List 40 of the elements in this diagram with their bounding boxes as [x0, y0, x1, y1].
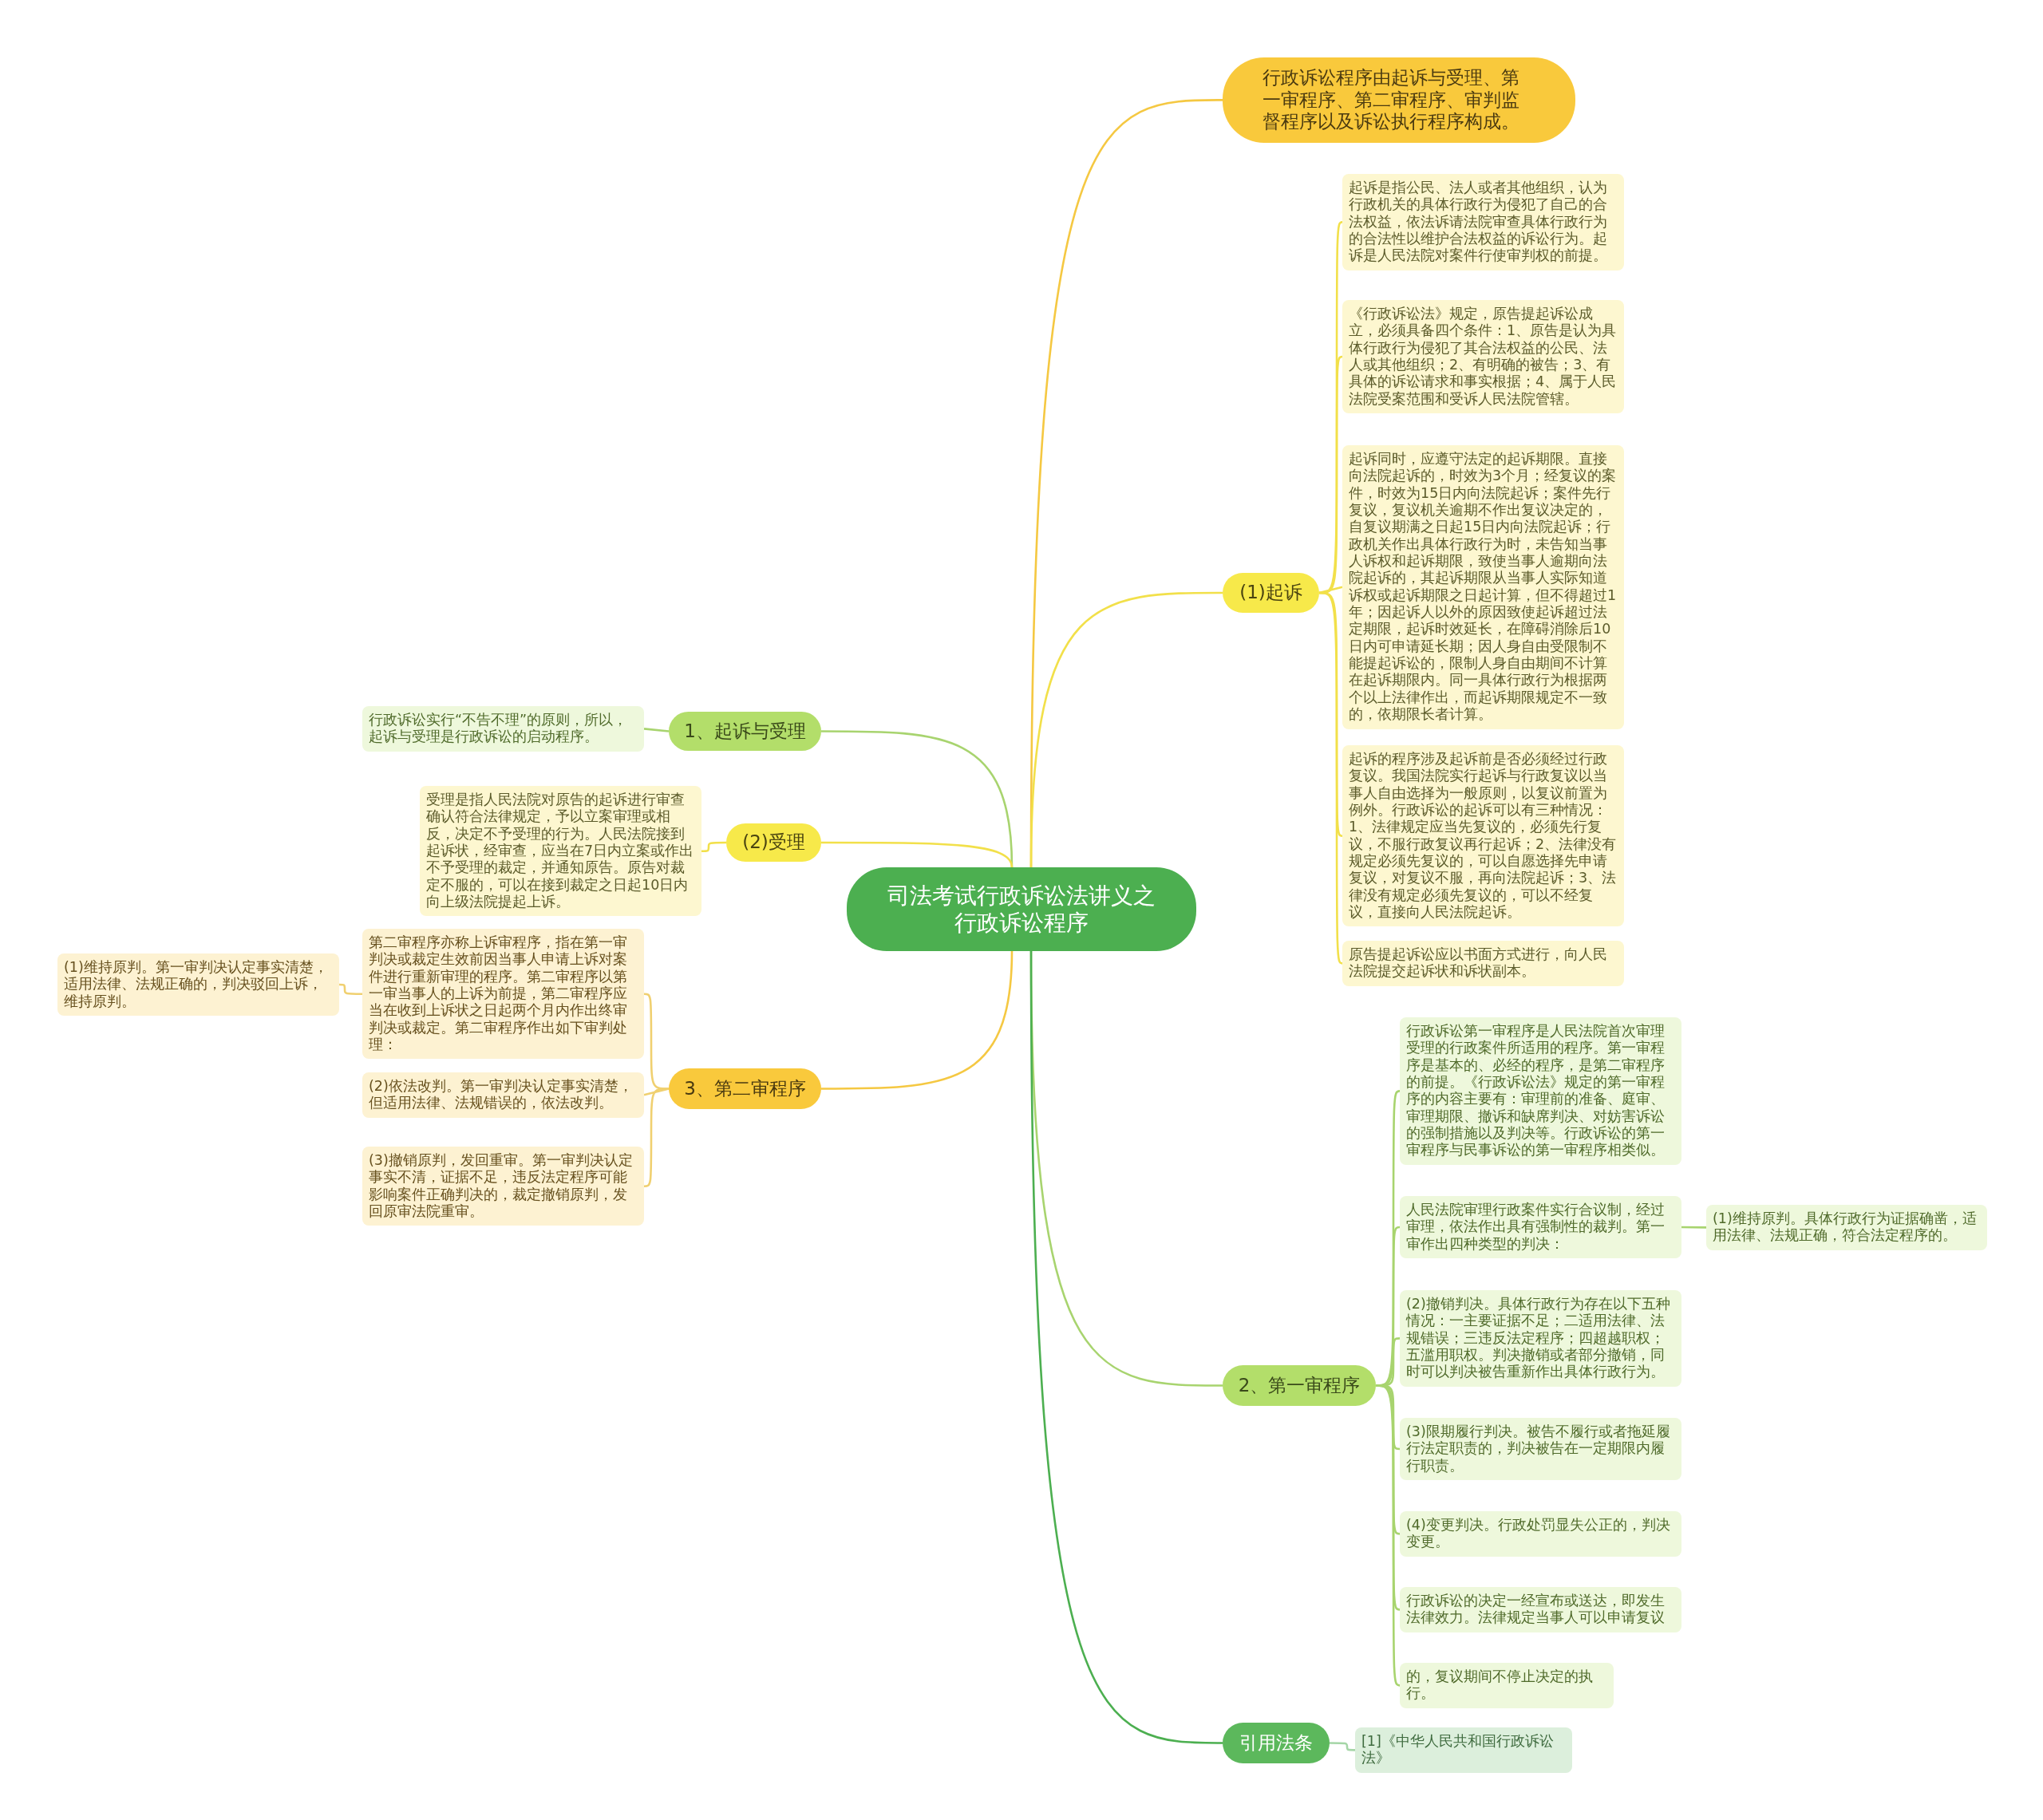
connector-line — [1029, 951, 1223, 1744]
connector-line — [1681, 1226, 1706, 1229]
note-box: (2)撤销判决。具体行政行为存在以下五种情况：一主要证据不足；二适用法律、法规错误；三违反法定程序；四超越职权；五滥用职权。判决撤销或者部分撤销，同时可以判决被告重新作出具体行政行为。 — [1400, 1290, 1681, 1387]
connector-line — [821, 841, 1014, 868]
note-box: (1)维持原判。具体行政行为证据确凿，适用法律、法规正确，符合法定程序的。 — [1706, 1205, 1987, 1250]
branch-topic: 行政诉讼程序由起诉与受理、第一审程序、第二审程序、审判监督程序以及诉讼执行程序构成。 — [1223, 57, 1575, 143]
note-box: 行政诉讼实行“不告不理”的原则，所以，起诉与受理是行政诉讼的启动程序。 — [362, 706, 644, 752]
note-box: 起诉的程序涉及起诉前是否必须经过行政复议。我国法院实行起诉与行政复议以当事人自由选择为一般原则，以复议前置为例外。行政诉讼的起诉可以有三种情况：1、法律规定应当先复议的，必须先行复议，不服行政复议再行起诉；2、法律没有规定必须先复议的，可以自愿选择先申请复议，对复议不服，再向法院起诉；3、法律没有规定必须先复议的，可以不经复议，直接向人民法院起诉。 — [1342, 745, 1624, 927]
connector-line — [1318, 586, 1343, 594]
central-topic: 司法考试行政诉讼法讲义之行政诉讼程序 — [847, 867, 1196, 951]
connector-line — [1318, 591, 1343, 965]
connector-line — [821, 950, 1014, 1090]
branch-topic: (1)起诉 — [1223, 573, 1319, 613]
note-box: (1)维持原判。第一审判决认定事实清楚，适用法律、法规正确的，判决驳回上诉，维持原判。 — [57, 953, 339, 1017]
connector-line — [643, 728, 670, 732]
note-box: 《行政诉讼法》规定，原告提起诉讼成立，必须具备四个条件：1、原告是认为具体行政行为侵犯了其合法权益的公民、法人或其他组织；2、有明确的被告；3、有具体的诉讼请求和事实根据；4、属于人民法院受案范围和受诉人民法院管辖。 — [1342, 300, 1624, 414]
note-box: (2)依法改判。第一审判决认定事实清楚，但适用法律、法规错误的，依法改判。 — [362, 1072, 644, 1118]
note-box: 起诉是指公民、法人或者其他组织，认为行政机关的具体行政行为侵犯了自己的合法权益，依法诉请法院审查具体行政行为的合法性以维护合法权益的诉讼行为。起诉是人民法院对案件行使审判权的前提。 — [1342, 174, 1624, 270]
note-box: 人民法院审理行政案件实行合议制，经过审理，依法作出具有强制性的裁判。第一审作出四种类型的判决： — [1400, 1196, 1681, 1259]
note-box: (3)限期履行判决。被告不履行或者拖延履行法定职责的，判决被告在一定期限内履行职责。 — [1400, 1418, 1681, 1481]
branch-topic: (2)受理 — [726, 823, 821, 862]
connector-line — [1330, 1742, 1355, 1751]
note-box: (3)撤销原判，发回重审。第一审判决认定事实不清，证据不足，违反法定程序可能影响案件正确判决的，裁定撤销原判，发回原审法院重审。 — [362, 1147, 644, 1226]
branch-topic: 3、第二审程序 — [669, 1068, 821, 1109]
note-box: 起诉同时，应遵守法定的起诉期限。直接向法院起诉的，时效为3个月；经复议的案件，时效为15日内向法院起诉；案件先行复议，复议机关逾期不作出复议决定的，自复议期满之日起15日内向法院起诉；行政机关作出具体行政行为时，未告知当事人诉权和起诉期限，致使当事人逾期向法院起诉的，其起诉期限从当事人实际知道诉权或起诉期限之日起计算，但不得超过1年；因起诉人以外的原因致使起诉超过法定期限，起诉时效延长，在障碍消除后10日内可申请延长期；因人身自由受限制不能提起诉讼的，限制人身自由期间不计算在起诉期限内。同一具体行政行为根据两个以上法律作出，而起诉期限规定不一致的，依期限长者计算。 — [1342, 445, 1624, 729]
note-box: (4)变更判决。行政处罚显失公正的，判决变更。 — [1400, 1511, 1681, 1557]
note-box: 受理是指人民法院对原告的起诉进行审查确认符合法律规定，予以立案审理或相反，决定不予受理的行为。人民法院接到起诉状，经审查，应当在7日内立案或作出不予受理的裁定，并通知原告。原告对裁定不服的，可以在接到裁定之日起10日内向上级法院提起上诉。 — [420, 786, 701, 917]
connector-line — [339, 983, 362, 995]
note-box: 原告提起诉讼应以书面方式进行，向人民法院提交起诉状和诉状副本。 — [1342, 941, 1624, 986]
connector-line — [1029, 591, 1223, 868]
note-box: 行政诉讼的决定一经宣布或送达，即发生法律效力。法律规定当事人可以申请复议 — [1400, 1587, 1681, 1632]
branch-topic: 1、起诉与受理 — [669, 712, 821, 751]
connector-line — [643, 1088, 669, 1187]
branch-topic: 2、第一审程序 — [1223, 1365, 1376, 1406]
note-box: [1]《中华人民共和国行政诉讼法》 — [1355, 1727, 1572, 1773]
note-box: 的，复议期间不停止决定的执行。 — [1400, 1663, 1614, 1708]
connector-line — [701, 841, 726, 852]
branch-topic: 引用法条 — [1223, 1723, 1330, 1763]
note-box: 行政诉讼第一审程序是人民法院首次审理受理的行政案件所适用的程序。第一审程序是基本的、必经的程序，是第二审程序的前提。《行政诉讼法》规定的第一审程序的内容主要有：审理前的准备、庭审、审理期限、撤诉和缺席判决、对妨害诉讼的强制措施以及判决等。行政诉讼的第一审程序与民事诉讼的第一审程序相类似。 — [1400, 1017, 1681, 1165]
note-box: 第二审程序亦称上诉审程序，指在第一审判决或裁定生效前因当事人申请上诉对案件进行重新审理的程序。第二审程序以第一审当事人的上诉为前提，第二审程序应当在收到上诉状之日起两个月内作出终审判决或裁定。第二审程序作出如下审判处理： — [362, 929, 644, 1060]
